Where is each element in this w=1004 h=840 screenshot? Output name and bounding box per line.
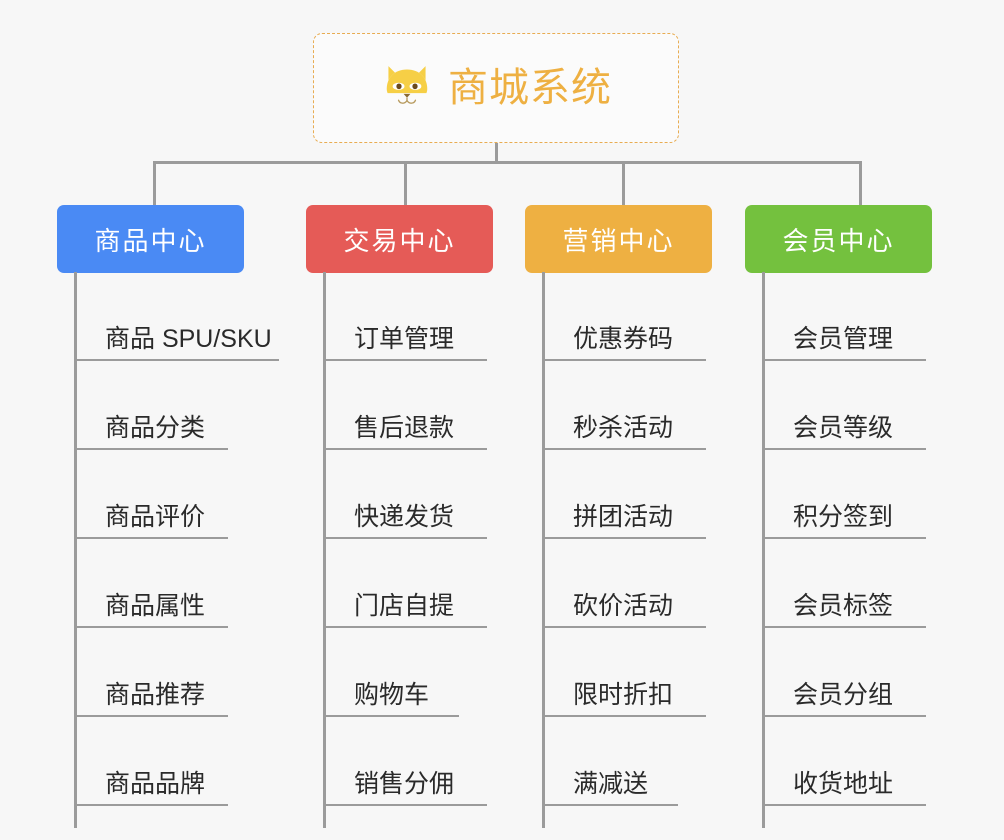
leaf-item-label: 会员分组 xyxy=(793,681,894,710)
branch-header-label: 商品中心 xyxy=(94,225,207,256)
leaf-item[interactable]: 积分签到 xyxy=(762,450,926,539)
leaf-item[interactable]: 会员管理 xyxy=(762,272,926,361)
leaf-item[interactable]: 会员标签 xyxy=(762,539,926,628)
leaf-item-label: 购物车 xyxy=(354,681,430,710)
leaf-item-label: 限时折扣 xyxy=(573,681,674,710)
leaf-item[interactable]: 售后退款 xyxy=(323,361,487,450)
leaf-item[interactable]: 满减送 xyxy=(542,717,678,806)
branch-drop-connector-4 xyxy=(859,161,862,205)
leaf-item[interactable]: 门店自提 xyxy=(323,539,487,628)
leaf-item[interactable]: 商品分类 xyxy=(74,361,228,450)
leaf-item[interactable]: 会员等级 xyxy=(762,361,926,450)
leaf-item[interactable]: 商品推荐 xyxy=(74,628,228,717)
branch-header-营销中心[interactable]: 营销中心 xyxy=(525,205,712,273)
leaf-item-label: 优惠券码 xyxy=(573,325,674,354)
leaf-item-label: 秒杀活动 xyxy=(573,414,674,443)
branch-trunk-connector xyxy=(762,272,765,828)
leaf-item[interactable]: 秒杀活动 xyxy=(542,361,706,450)
leaf-item[interactable]: 砍价活动 xyxy=(542,539,706,628)
leaf-item-label: 商品评价 xyxy=(105,503,206,532)
leaf-item-label: 商品品牌 xyxy=(105,770,206,799)
leaf-item-label: 售后退款 xyxy=(354,414,455,443)
leaf-item[interactable]: 优惠券码 xyxy=(542,272,706,361)
shiba-dog-face-icon xyxy=(386,66,428,109)
leaf-item[interactable]: 订单管理 xyxy=(323,272,487,361)
branch-header-会员中心[interactable]: 会员中心 xyxy=(745,205,932,273)
leaf-item[interactable]: 销售分佣 xyxy=(323,717,487,806)
branch-drop-connector-3 xyxy=(622,161,625,205)
branch-header-交易中心[interactable]: 交易中心 xyxy=(306,205,493,273)
leaf-item-label: 商品属性 xyxy=(105,592,206,621)
leaf-item-label: 商品推荐 xyxy=(105,681,206,710)
root-node-label: 商城系统 xyxy=(448,66,612,110)
leaf-item[interactable]: 商品评价 xyxy=(74,450,228,539)
leaf-item-label: 会员标签 xyxy=(793,592,894,621)
branch-drop-connector-1 xyxy=(153,161,156,205)
leaf-item-label: 会员等级 xyxy=(793,414,894,443)
branch-header-商品中心[interactable]: 商品中心 xyxy=(57,205,244,273)
leaf-item-label: 订单管理 xyxy=(354,325,455,354)
leaf-item-label: 收货地址 xyxy=(793,770,894,799)
leaf-item[interactable]: 快递发货 xyxy=(323,450,487,539)
leaf-item[interactable]: 商品品牌 xyxy=(74,717,228,806)
root-stem-connector xyxy=(495,143,498,163)
root-node[interactable]: 商城系统 xyxy=(313,33,679,143)
branch-header-label: 营销中心 xyxy=(562,225,675,256)
leaf-item-label: 满减送 xyxy=(573,770,649,799)
leaf-item[interactable]: 购物车 xyxy=(323,628,459,717)
branch-trunk-connector xyxy=(323,272,326,828)
horizontal-bus-connector xyxy=(153,161,862,164)
leaf-item-label: 销售分佣 xyxy=(354,770,455,799)
leaf-item[interactable]: 商品 SPU/SKU xyxy=(74,272,279,361)
leaf-item-label: 商品分类 xyxy=(105,414,206,443)
branch-header-label: 交易中心 xyxy=(343,225,456,256)
leaf-item[interactable]: 会员分组 xyxy=(762,628,926,717)
leaf-item-label: 商品 SPU/SKU xyxy=(105,325,272,354)
leaf-item-label: 砍价活动 xyxy=(573,592,674,621)
leaf-item-label: 会员管理 xyxy=(793,325,894,354)
leaf-item[interactable]: 拼团活动 xyxy=(542,450,706,539)
leaf-item[interactable]: 收货地址 xyxy=(762,717,926,806)
branch-trunk-connector xyxy=(542,272,545,828)
leaf-item-label: 拼团活动 xyxy=(573,503,674,532)
branch-header-label: 会员中心 xyxy=(782,225,895,256)
leaf-item-label: 快递发货 xyxy=(354,503,455,532)
leaf-item-label: 积分签到 xyxy=(793,503,894,532)
branch-drop-connector-2 xyxy=(404,161,407,205)
leaf-item-label: 门店自提 xyxy=(354,592,455,621)
leaf-item[interactable]: 限时折扣 xyxy=(542,628,706,717)
leaf-item[interactable]: 商品属性 xyxy=(74,539,228,628)
branch-trunk-connector xyxy=(74,272,77,828)
